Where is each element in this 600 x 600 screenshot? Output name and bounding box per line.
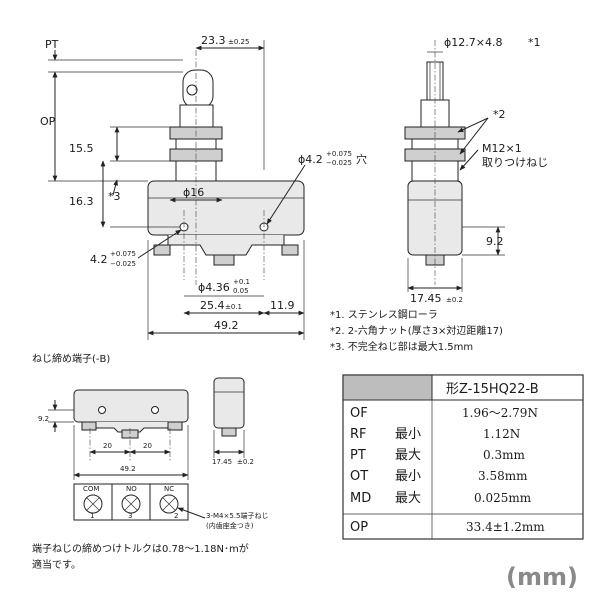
terminal-number-no: 3 (128, 512, 132, 520)
terminal-label-no: NO (126, 485, 137, 493)
unit-label: (mm) (506, 563, 578, 591)
spec-value-op: 33.4±1.2mm (466, 520, 545, 534)
terminal-label-nc: NC (164, 485, 174, 493)
torque-note: 端子ねじの締めつけトルクは0.78～1.18N･mが (32, 542, 249, 555)
terminal-dim-20-a: 20 (103, 442, 112, 450)
dim-top: 23.3 (201, 34, 226, 47)
note-1: *1. ステンレス鋼ローラ (330, 308, 438, 321)
dim-phi436: ϕ4.36 (198, 281, 230, 294)
terminal-body (73, 389, 189, 423)
dim-25-4: 25.4 (200, 299, 225, 312)
spec-qual-ot: 最小 (395, 469, 421, 484)
note-2: *2. 2-六角ナット(厚さ3×対辺距離17) (330, 324, 503, 337)
dim-top-tol: ±0.25 (228, 38, 249, 46)
terminal-number-nc: 2 (174, 512, 178, 520)
thread-label-2: 取りつけねじ (482, 156, 548, 169)
spec-value-md: 0.025mm (474, 491, 532, 505)
dim-49-2: 49.2 (214, 319, 239, 332)
thread-label: M12×1 (482, 142, 522, 155)
terminal-title: ねじ締め端子(-B) (32, 352, 110, 365)
front-body-bottom (167, 235, 285, 256)
front-terminal-right (281, 244, 299, 256)
front-terminal-left (153, 244, 171, 256)
dim-left-hole-tol-minus: −0.025 (110, 260, 136, 268)
spec-param-op: OP (350, 520, 368, 535)
terminal-dim-20-b: 20 (143, 442, 152, 450)
terminal-block (73, 483, 206, 521)
dim-mount-hole-suffix: 穴 (356, 152, 367, 166)
spec-value-pt: 0.3mm (483, 448, 525, 462)
spec-param-of: OF (350, 406, 368, 421)
dim-11-9: 11.9 (270, 299, 295, 312)
dim-roller: ϕ12.7×4.8 (444, 36, 502, 49)
note-ref1: *1 (528, 36, 541, 49)
spec-param-ot: OT (350, 469, 368, 484)
terminal-dim-9-2: 9.2 (38, 415, 49, 423)
front-view (48, 40, 306, 340)
dim-phi16: ϕ16 (183, 186, 204, 199)
label-op: OP (40, 115, 56, 128)
dim-phi436-tol-minus: 0.05 (233, 287, 249, 295)
spec-value-rf: 1.12N (483, 427, 520, 441)
terminal-screw-note-2: (内歯座金つき) (206, 521, 254, 530)
terminal-label-com: COM (83, 485, 99, 493)
terminal-number-com: 1 (90, 512, 94, 520)
spec-qual-pt: 最大 (395, 448, 421, 463)
spec-param-pt: PT (350, 448, 366, 463)
dim-left-hole-tol-plus: +0.075 (110, 250, 136, 258)
spec-param-rf: RF (350, 427, 367, 442)
side-dim-9-2: 9.2 (486, 235, 504, 248)
dim-25-4-tol: ±0.1 (225, 303, 242, 311)
dim-left-hole: 4.2 (90, 253, 108, 266)
spec-qual-md: 最大 (395, 491, 421, 506)
torque-note-2: 適当です。 (32, 558, 81, 571)
side-dim-17-45-tol: ±0.2 (446, 296, 463, 304)
spec-param-md: MD (350, 491, 371, 506)
terminal-side-view (213, 377, 245, 458)
spec-model: 形Z-15HQ22-B (446, 382, 539, 397)
side-view (404, 40, 505, 292)
note-ref2: *2 (493, 108, 506, 121)
dim-mount-hole: ϕ4.2 (298, 153, 323, 166)
dim-15-5: 15.5 (69, 142, 94, 155)
note-3: *3. 不完全ねじ部は最大1.5mm (330, 340, 473, 353)
terminal-screw-note: 3-M4×5.5端子ねじ (206, 511, 268, 520)
dim-mount-hole-tol-plus: +0.075 (326, 150, 352, 158)
front-roller-pin (186, 84, 198, 96)
terminal-dim-49-2: 49.2 (120, 465, 136, 473)
terminal-side-dim-17-45-tol: ±0.2 (237, 458, 254, 466)
spec-qual-rf: 最小 (395, 427, 421, 442)
note-ref3: *3 (108, 190, 121, 203)
spec-value-ot: 3.58mm (478, 469, 528, 483)
label-pt: PT (45, 38, 59, 51)
spec-value-of: 1.96～2.79N (462, 406, 538, 420)
front-terminal-center (213, 254, 235, 266)
side-dim-17-45: 17.45 (410, 292, 442, 305)
dim-mount-hole-tol-minus: −0.025 (326, 159, 352, 167)
terminal-side-dim-17-45: 17.45 (212, 458, 232, 466)
terminal-front-view (48, 389, 189, 480)
dim-phi436-tol-plus: +0.1 (233, 278, 250, 286)
spec-table (342, 374, 584, 540)
dim-16-3: 16.3 (69, 195, 94, 208)
